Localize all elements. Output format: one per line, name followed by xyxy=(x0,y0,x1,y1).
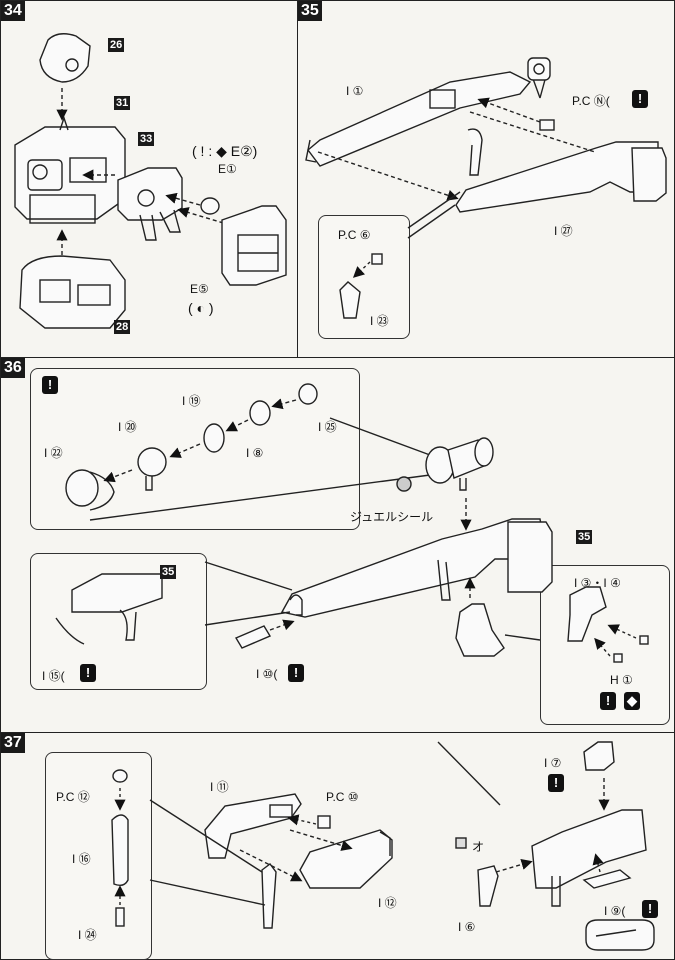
note-e5: ( ◐ ) xyxy=(188,300,214,316)
part-grip-step36 xyxy=(455,603,505,657)
part-i16-handle xyxy=(111,814,129,887)
step-number-35: 35 xyxy=(298,1,322,21)
label-pc6: P.C ⑥ xyxy=(338,228,371,242)
label-i22: I ㉒ xyxy=(44,446,63,460)
part-number-26: 26 xyxy=(108,38,125,52)
part-number-28: 28 xyxy=(114,320,131,334)
part-i25-cap xyxy=(298,383,318,405)
part-i23-handle xyxy=(339,281,361,319)
label-jewel-seal: ジュエルシール xyxy=(350,510,434,524)
part-lamp-assembly xyxy=(425,437,494,491)
inset-step-37-handle xyxy=(45,752,152,960)
inset-grip-drawing xyxy=(567,586,649,663)
part-i8-ring xyxy=(249,400,271,426)
part-right-body-37 xyxy=(531,741,647,907)
part-i24-pin xyxy=(115,907,125,927)
part-trigger-35 xyxy=(467,128,483,176)
label-i20: I ⑳ xyxy=(118,420,137,434)
label-pcn: P.C Ⓝ( xyxy=(572,94,610,108)
part-i6 xyxy=(477,865,499,907)
jewel-seal xyxy=(396,476,412,492)
part-i10-rod xyxy=(234,625,272,649)
label-pc12: P.C ⑫ xyxy=(56,790,90,804)
part-33-mechanism xyxy=(117,167,183,241)
part-e5-shell xyxy=(221,205,287,286)
warning-icon: ! xyxy=(288,664,304,682)
part-pc12 xyxy=(112,769,128,783)
warning-icon: ! xyxy=(548,774,564,792)
part-28-base xyxy=(19,255,126,329)
part-number-33: 33 xyxy=(138,132,155,146)
label-i6: I ⑥ xyxy=(458,920,476,934)
ref-step-35-inset: 35 xyxy=(160,565,177,579)
cut-icon: ◆ xyxy=(624,692,640,710)
label-i27: I ㉗ xyxy=(554,224,573,238)
label-i9: I ⑨( xyxy=(604,904,626,918)
warning-icon: ! xyxy=(600,692,616,710)
label-e5: E⑤ xyxy=(190,282,209,296)
part-31-head-block xyxy=(14,115,126,224)
inset-trigger-drawing xyxy=(55,573,163,645)
note-step34-e2: ( ! : ◆ E②) xyxy=(192,143,258,159)
label-i23: I ㉓ xyxy=(370,314,389,328)
part-i1-frame xyxy=(305,71,532,167)
warning-icon: ! xyxy=(80,664,96,682)
step-number-37: 37 xyxy=(1,733,25,753)
part-i27-shell xyxy=(455,141,667,213)
label-i11: I ⑪ xyxy=(210,780,229,794)
part-pc10 xyxy=(317,815,331,829)
part-e1-cap xyxy=(200,197,220,215)
label-e1: E① xyxy=(218,162,237,176)
label-i25: I ㉕ xyxy=(318,420,337,434)
part-i9 xyxy=(582,869,632,889)
label-h1: H ① xyxy=(610,673,633,687)
label-i3-i4: I ③・I ④ xyxy=(574,576,621,590)
warning-icon: ! xyxy=(642,900,658,918)
ref-step-35-main: 35 xyxy=(576,530,593,544)
part-handle-37 xyxy=(261,863,277,929)
part-i12-shell xyxy=(299,829,393,889)
label-i24: I ㉔ xyxy=(78,928,97,942)
part-i22-lens xyxy=(65,469,115,511)
step-number-34: 34 xyxy=(1,1,25,21)
label-pc10: P.C ⑩ xyxy=(326,790,359,804)
label-i1: I ① xyxy=(346,84,364,98)
warning-icon: ! xyxy=(42,376,58,394)
warning-icon: ! xyxy=(632,90,648,108)
label-i19: I ⑲ xyxy=(182,394,201,408)
label-i12: I ⑫ xyxy=(378,896,397,910)
label-i10: I ⑩( xyxy=(256,667,278,681)
part-26-cap xyxy=(39,33,91,83)
step-number-36: 36 xyxy=(1,358,25,378)
label-i7: I ⑦ xyxy=(544,756,562,770)
part-i20-body xyxy=(137,447,167,491)
part-i19-ring xyxy=(203,423,225,453)
part-i11-frame xyxy=(204,793,302,859)
part-number-31: 31 xyxy=(114,96,131,110)
rifle-main-body xyxy=(280,518,553,618)
label-i16: I ⑯ xyxy=(72,852,91,866)
part-pcn-ring xyxy=(527,57,551,81)
label-i15: I ⑮( xyxy=(42,669,65,683)
label-i8: I ⑧ xyxy=(246,446,264,460)
label-o: オ xyxy=(472,840,485,854)
